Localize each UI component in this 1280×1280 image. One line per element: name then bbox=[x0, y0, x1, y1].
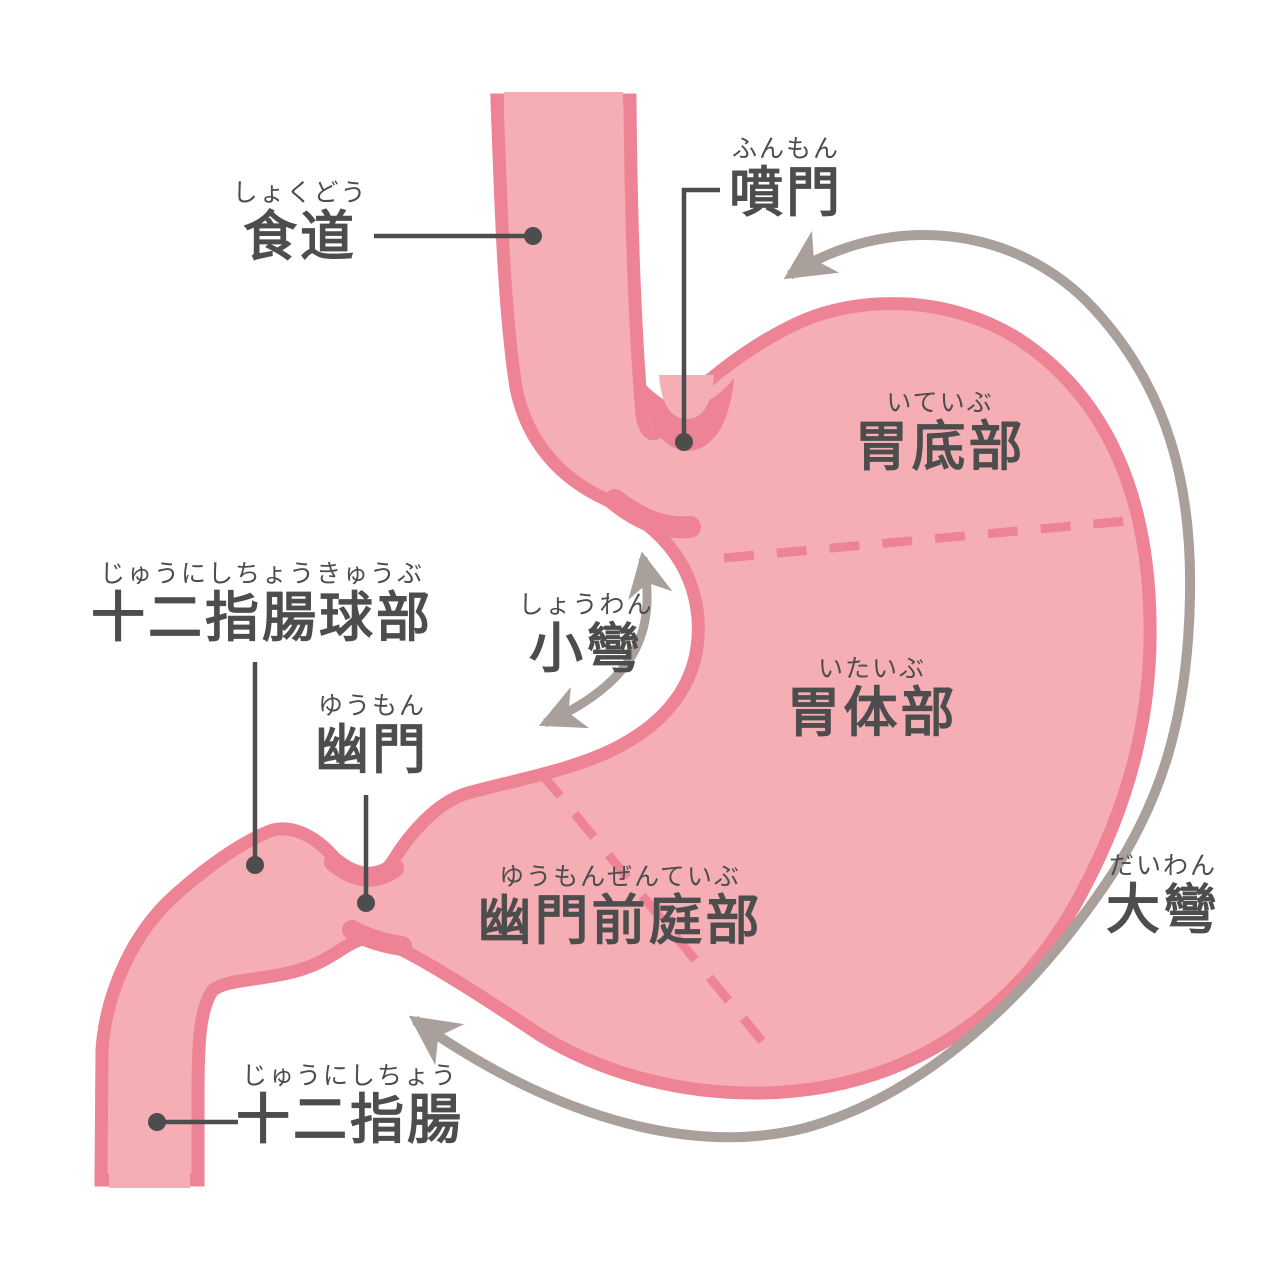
label-duodenal-bulb-text: 十二指腸球部 bbox=[91, 587, 433, 648]
label-gastric-body-furigana: いたいぶ bbox=[817, 655, 926, 683]
label-pylorus-furigana: ゆうもん bbox=[317, 692, 426, 720]
label-pyloric-antrum: ゆうもんぜんていぶ 幽門前庭部 bbox=[477, 863, 763, 951]
label-lesser-curvature-furigana: しょうわん bbox=[518, 591, 654, 619]
label-esophagus-furigana: しょくどう bbox=[232, 179, 368, 207]
label-duodenum: じゅうにしちょう 十二指腸 bbox=[236, 1062, 464, 1150]
label-duodenum-text: 十二指腸 bbox=[236, 1089, 464, 1150]
label-lesser-curvature-text: 小彎 bbox=[528, 618, 643, 679]
esophagus-connector-dot bbox=[524, 227, 542, 245]
label-fundus-text: 胃底部 bbox=[854, 416, 1026, 477]
label-pylorus-text: 幽門 bbox=[315, 719, 429, 780]
label-lesser-curvature: しょうわん 小彎 bbox=[518, 591, 654, 679]
label-greater-curvature-text: 大彎 bbox=[1106, 879, 1220, 940]
label-gastric-body-text: 胃体部 bbox=[786, 682, 958, 743]
label-pylorus: ゆうもん 幽門 bbox=[315, 692, 429, 780]
label-cardia: ふんもん 噴門 bbox=[729, 135, 843, 223]
cardia-connector-dot bbox=[675, 433, 693, 451]
duodenal-bulb-connector-dot bbox=[246, 856, 264, 874]
label-esophagus: しょくどう 食道 bbox=[232, 179, 368, 267]
label-fundus: いていぶ 胃底部 bbox=[854, 389, 1026, 477]
pylorus-connector-dot bbox=[357, 894, 375, 912]
label-fundus-furigana: いていぶ bbox=[886, 389, 994, 417]
lesser-curvature-arrow bbox=[538, 551, 673, 729]
label-pyloric-antrum-text: 幽門前庭部 bbox=[477, 890, 763, 951]
label-gastric-body: いたいぶ 胃体部 bbox=[786, 655, 958, 743]
label-duodenum-furigana: じゅうにしちょう bbox=[241, 1062, 458, 1090]
cardia-connector-line bbox=[681, 187, 720, 442]
greater-curvature-arrow bbox=[408, 230, 1196, 1143]
label-duodenal-bulb-furigana: じゅうにしちょうきゅうぶ bbox=[99, 560, 424, 588]
label-greater-curvature: だいわん 大彎 bbox=[1106, 852, 1220, 940]
label-greater-curvature-furigana: だいわん bbox=[1108, 852, 1217, 880]
label-esophagus-text: 食道 bbox=[242, 206, 357, 267]
label-pyloric-antrum-furigana: ゆうもんぜんていぶ bbox=[499, 863, 741, 891]
duodenum-cut-edge bbox=[109, 1172, 190, 1188]
label-cardia-furigana: ふんもん bbox=[731, 135, 840, 163]
label-duodenal-bulb: じゅうにしちょうきゅうぶ 十二指腸球部 bbox=[91, 560, 433, 648]
pylorus-bottom-accent bbox=[342, 920, 412, 956]
label-cardia-text: 噴門 bbox=[729, 162, 843, 223]
duodenum-connector-dot bbox=[148, 1113, 166, 1131]
esophagus-cut-edge bbox=[504, 92, 623, 108]
